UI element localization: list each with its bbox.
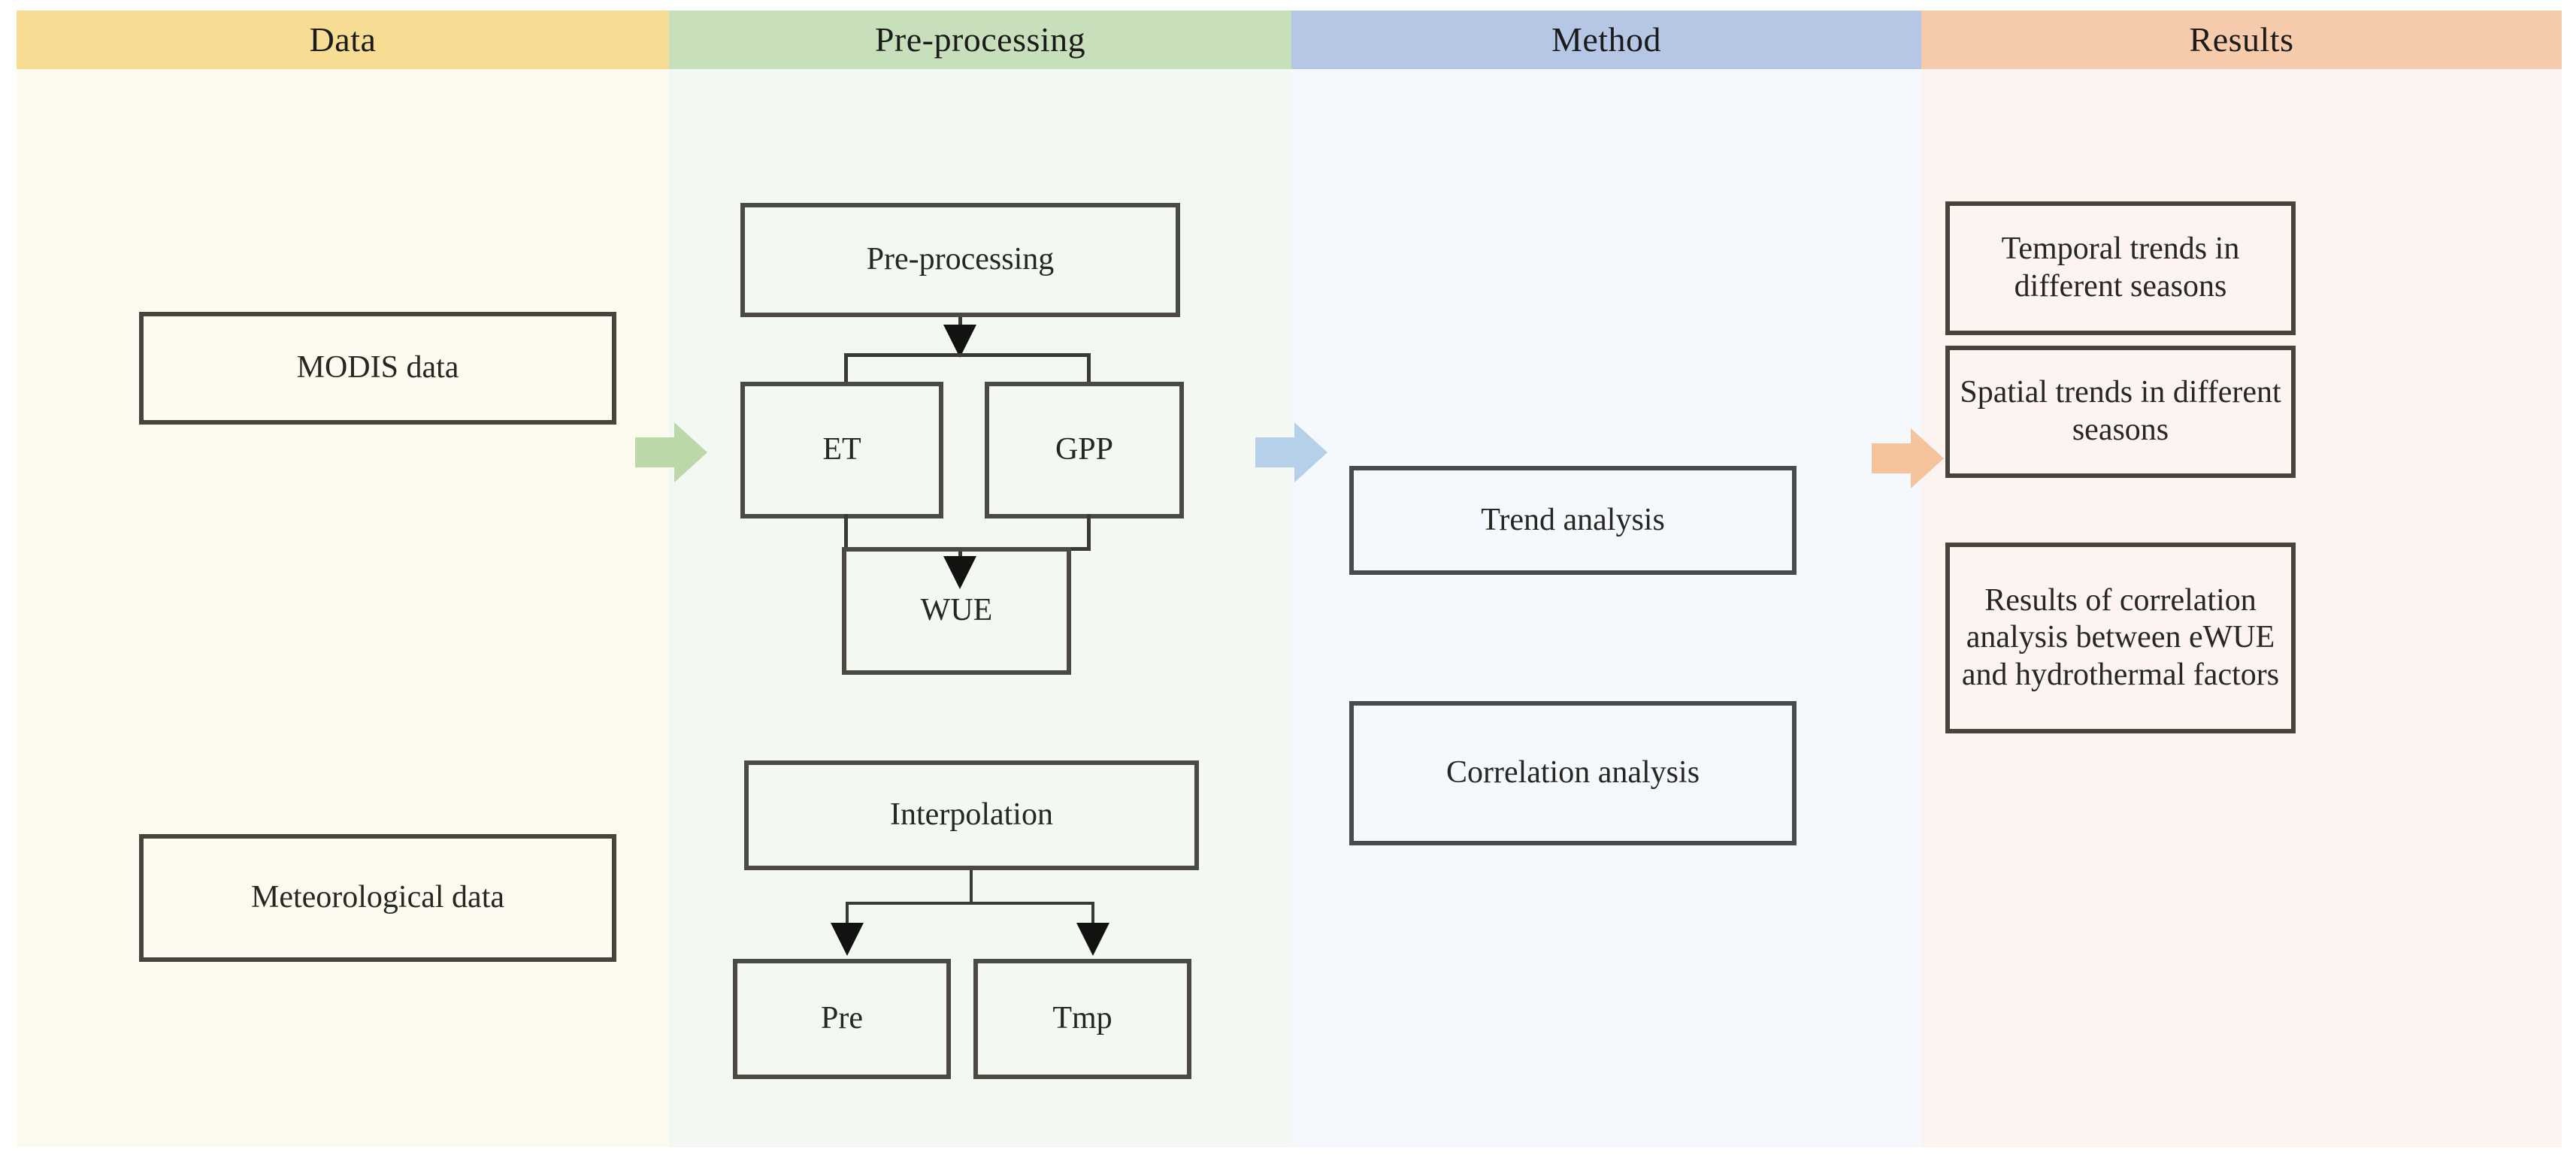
column-body-data: MODIS data Meteorological data [17, 69, 669, 1147]
column-body-preprocessing: Pre-processing ET GPP [669, 69, 1291, 1147]
node-pre[interactable]: Pre [733, 959, 951, 1079]
node-label-correlation-results: Results of correlation analysis between … [1961, 582, 2280, 692]
column-header-method: Method [1291, 11, 1921, 69]
connector-fanout-left-drop-pre [846, 902, 849, 932]
node-interpolation[interactable]: Interpolation [744, 760, 1199, 870]
connector-fanout-bar-pre-tmp [846, 902, 1094, 905]
node-tmp[interactable]: Tmp [973, 959, 1191, 1079]
connector-split-left-drop-et [844, 353, 848, 383]
stage-arrow-head-2 [1294, 422, 1327, 482]
node-wue[interactable]: WUE [842, 547, 1071, 675]
stage-arrow-preprocessing-to-method [1255, 422, 1327, 482]
connector-gpp-down [1087, 514, 1091, 550]
stage-arrow-head-1 [674, 422, 707, 482]
node-modis-data[interactable]: MODIS data [139, 312, 616, 425]
column-header-data: Data [17, 11, 669, 69]
column-header-label-data: Data [309, 20, 377, 59]
stage-arrow-method-to-results [1872, 428, 1944, 488]
node-spatial-trends[interactable]: Spatial trends in different seasons [1945, 346, 2296, 478]
node-label-wue: WUE [920, 593, 993, 628]
arrowhead-preprocessing-to-split [943, 325, 976, 358]
connector-et-down [844, 514, 848, 550]
column-body-method: Trend analysis Correlation analysis [1291, 69, 1921, 1147]
column-header-label-method: Method [1551, 20, 1662, 59]
node-label-trend-analysis: Trend analysis [1481, 502, 1665, 537]
arrowhead-merge-to-wue [943, 556, 976, 589]
node-label-pre: Pre [821, 1001, 863, 1036]
node-preprocessing[interactable]: Pre-processing [740, 203, 1180, 317]
arrowhead-interpolation-to-pre [831, 923, 864, 956]
node-label-preprocessing: Pre-processing [866, 242, 1055, 277]
node-label-meteorological-data: Meteorological data [250, 880, 505, 915]
column-data: Data MODIS data Meteorological data [17, 11, 669, 1147]
node-correlation-analysis[interactable]: Correlation analysis [1349, 701, 1797, 845]
connector-fanout-right-drop-tmp [1091, 902, 1094, 932]
stage-arrow-shaft-3 [1872, 443, 1914, 473]
connector-split-right-drop-gpp [1087, 353, 1091, 383]
column-body-results: Temporal trends in different seasons Spa… [1921, 69, 2562, 1147]
stage-arrow-data-to-preprocessing [635, 422, 707, 482]
arrowhead-interpolation-to-tmp [1076, 923, 1109, 956]
node-label-spatial-trends: Spatial trends in different seasons [1960, 375, 2281, 447]
stage-arrow-shaft-2 [1255, 437, 1297, 467]
node-label-tmp: Tmp [1052, 1001, 1112, 1036]
column-method: Method Trend analysis Correlation analys… [1291, 11, 1921, 1147]
node-gpp[interactable]: GPP [985, 382, 1184, 518]
node-label-gpp: GPP [1055, 432, 1114, 467]
stage-arrow-shaft-1 [635, 437, 677, 467]
column-header-label-results: Results [2189, 20, 2294, 59]
column-results: Results Temporal trends in different sea… [1921, 11, 2562, 1147]
column-header-results: Results [1921, 11, 2562, 69]
connector-interpolation-stem [970, 870, 973, 903]
node-label-correlation-analysis: Correlation analysis [1445, 755, 1700, 791]
column-preprocessing: Pre-processing Pre-processing ET GPP [669, 11, 1291, 1147]
column-header-label-preprocessing: Pre-processing [874, 20, 1086, 59]
node-meteorological-data[interactable]: Meteorological data [139, 834, 616, 962]
node-label-modis-data: MODIS data [296, 350, 459, 385]
node-label-interpolation: Interpolation [890, 797, 1053, 833]
column-header-preprocessing: Pre-processing [669, 11, 1291, 69]
node-correlation-results[interactable]: Results of correlation analysis between … [1945, 543, 2296, 733]
connector-split-bar-et-gpp [844, 353, 1091, 357]
node-trend-analysis[interactable]: Trend analysis [1349, 466, 1797, 575]
node-temporal-trends[interactable]: Temporal trends in different seasons [1945, 201, 2296, 335]
node-et[interactable]: ET [740, 382, 943, 518]
stage-arrow-head-3 [1911, 428, 1944, 488]
node-label-et: ET [822, 432, 861, 467]
node-label-temporal-trends: Temporal trends in different seasons [2001, 231, 2240, 304]
